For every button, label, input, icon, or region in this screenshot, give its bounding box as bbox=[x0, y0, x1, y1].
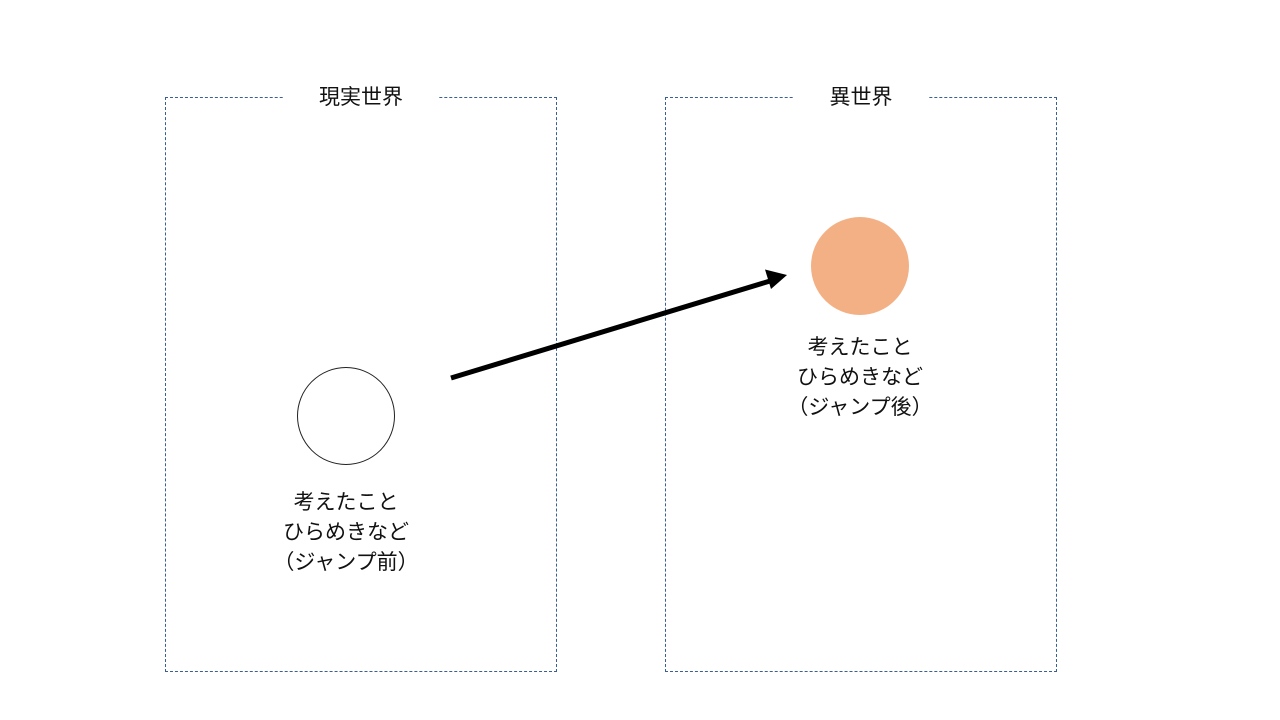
idea-before-line-2: ひらめきなど bbox=[283, 520, 409, 544]
other-world-panel: 異世界 bbox=[665, 82, 1057, 672]
idea-before-caption: 考えたこと ひらめきなど （ジャンプ前） bbox=[236, 487, 456, 577]
idea-after-line-3: （ジャンプ後） bbox=[787, 395, 933, 419]
other-world-title: 異世界 bbox=[793, 82, 929, 112]
idea-after-line-2: ひらめきなど bbox=[797, 365, 923, 389]
idea-before-circle bbox=[297, 367, 395, 465]
idea-after-caption: 考えたこと ひらめきなど （ジャンプ後） bbox=[750, 332, 970, 422]
idea-after-line-1: 考えたこと bbox=[807, 335, 913, 359]
idea-before-line-3: （ジャンプ前） bbox=[273, 550, 419, 574]
idea-before-line-1: 考えたこと bbox=[293, 490, 399, 514]
real-world-title: 現実世界 bbox=[283, 82, 439, 112]
idea-after-circle bbox=[811, 217, 909, 315]
real-world-panel: 現実世界 bbox=[165, 82, 557, 672]
